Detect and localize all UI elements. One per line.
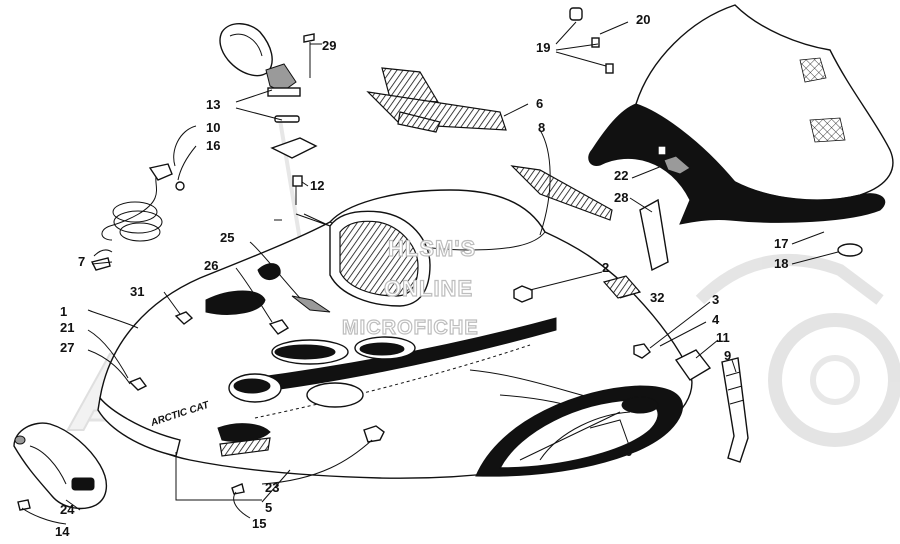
left-scoop-decal bbox=[205, 290, 266, 315]
hood-rivet-27[interactable] bbox=[128, 377, 148, 391]
callout-31[interactable]: 31 bbox=[130, 284, 144, 299]
mirror-head[interactable] bbox=[219, 23, 273, 77]
callout-28[interactable]: 28 bbox=[614, 190, 628, 205]
side-panel-decal bbox=[475, 385, 683, 477]
callout-numbers: 1 2 3 4 5 6 7 8 9 10 11 12 13 14 15 16 1… bbox=[55, 12, 788, 539]
side-strap[interactable] bbox=[721, 357, 749, 463]
hood-rivet-26[interactable] bbox=[268, 319, 290, 335]
callout-21[interactable]: 21 bbox=[60, 320, 74, 335]
tether-cord bbox=[90, 163, 185, 271]
lower-checker-decal bbox=[219, 437, 271, 457]
hood-fasteners bbox=[128, 285, 651, 495]
tether-clip[interactable] bbox=[148, 163, 173, 181]
windshield-vent-lower bbox=[809, 117, 846, 143]
windshield-vent-upper bbox=[799, 57, 827, 83]
mirror-stem bbox=[265, 63, 297, 93]
callout-1[interactable]: 1 bbox=[60, 304, 67, 319]
callout-25[interactable]: 25 bbox=[220, 230, 234, 245]
hood-oval-3-inner bbox=[233, 378, 271, 394]
callout-23[interactable]: 23 bbox=[265, 480, 279, 495]
bumper-screw[interactable] bbox=[17, 499, 31, 511]
watermark-line-2: ONLINE bbox=[384, 276, 473, 301]
side-reflector-small[interactable] bbox=[674, 349, 712, 381]
windshield-washer[interactable] bbox=[837, 243, 863, 257]
callout-16[interactable]: 16 bbox=[206, 138, 220, 153]
callout-8[interactable]: 8 bbox=[538, 120, 545, 135]
bumper-handle-slot bbox=[71, 477, 95, 491]
tether-key[interactable] bbox=[90, 257, 111, 271]
callout-12[interactable]: 12 bbox=[310, 178, 324, 193]
hood-assembly: ARCTIC CAT bbox=[97, 189, 693, 479]
mirror-mount-bracket[interactable] bbox=[270, 137, 318, 159]
callout-9[interactable]: 9 bbox=[724, 348, 731, 363]
callout-22[interactable]: 22 bbox=[614, 168, 628, 183]
watermark-line-1: HLSM'S bbox=[388, 236, 476, 261]
mirror-nut[interactable] bbox=[292, 175, 303, 187]
hood-screw-25[interactable] bbox=[291, 295, 331, 313]
callout-5[interactable]: 5 bbox=[265, 500, 272, 515]
windshield-screw[interactable] bbox=[591, 37, 600, 48]
callout-3[interactable]: 3 bbox=[712, 292, 719, 307]
hood-rivet-3[interactable] bbox=[633, 343, 651, 359]
side-reflector-decal[interactable] bbox=[639, 198, 669, 272]
callout-13[interactable]: 13 bbox=[206, 97, 220, 112]
mirror-assembly bbox=[219, 23, 318, 205]
callout-29[interactable]: 29 bbox=[322, 38, 336, 53]
windshield-tint bbox=[588, 103, 886, 225]
hood-screw-15[interactable] bbox=[231, 483, 245, 495]
mirror-base-plate bbox=[267, 87, 301, 97]
callout-14[interactable]: 14 bbox=[55, 524, 70, 539]
callout-30[interactable]: 30 bbox=[618, 444, 632, 459]
watermark-line-3: MICROFICHE bbox=[342, 317, 479, 339]
bumper-rivet bbox=[14, 435, 26, 445]
mirror-screw[interactable] bbox=[303, 33, 315, 43]
tether-ring[interactable] bbox=[175, 181, 185, 191]
leader-lines bbox=[21, 21, 839, 525]
callout-24[interactable]: 24 bbox=[60, 502, 75, 517]
front-bumper-handle bbox=[13, 422, 107, 511]
callout-15[interactable]: 15 bbox=[252, 516, 266, 531]
callout-18[interactable]: 18 bbox=[774, 256, 788, 271]
hood-decal-lower[interactable] bbox=[397, 111, 441, 133]
hood-oval-4 bbox=[306, 382, 364, 408]
mirror-spacer[interactable] bbox=[274, 115, 300, 123]
callout-10[interactable]: 10 bbox=[206, 120, 220, 135]
hood-oval-2-inner bbox=[359, 342, 405, 356]
callout-4[interactable]: 4 bbox=[712, 312, 720, 327]
hood-rivet-2[interactable] bbox=[513, 285, 533, 303]
hood-oval-1-inner bbox=[274, 344, 336, 360]
windshield bbox=[569, 4, 894, 257]
decal-group bbox=[366, 67, 749, 463]
callout-2[interactable]: 2 bbox=[602, 260, 609, 275]
hood-rivet-31[interactable] bbox=[174, 311, 194, 325]
callout-26[interactable]: 26 bbox=[204, 258, 218, 273]
left-upper-scoop bbox=[257, 263, 281, 280]
callout-6[interactable]: 6 bbox=[536, 96, 543, 111]
windshield-nut[interactable] bbox=[605, 63, 614, 74]
windshield-trim-decal[interactable] bbox=[510, 165, 613, 221]
callout-20[interactable]: 20 bbox=[636, 12, 650, 27]
callout-11[interactable]: 11 bbox=[716, 330, 730, 345]
callout-19[interactable]: 19 bbox=[536, 40, 550, 55]
windshield-clip[interactable] bbox=[663, 155, 691, 175]
hood-panel[interactable] bbox=[99, 189, 693, 479]
hood-rivet-23[interactable] bbox=[363, 425, 385, 443]
windshield-clip-nut[interactable] bbox=[657, 145, 667, 156]
lower-left-decal bbox=[217, 423, 271, 443]
callout-17[interactable]: 17 bbox=[774, 236, 788, 251]
callout-27[interactable]: 27 bbox=[60, 340, 74, 355]
hood-vent-screen bbox=[339, 220, 419, 297]
watermark-text: HLSM'S ONLINE MICROFICHE bbox=[341, 235, 479, 339]
windshield-screw-cap[interactable] bbox=[569, 7, 583, 21]
callout-32[interactable]: 32 bbox=[650, 290, 664, 305]
callout-7[interactable]: 7 bbox=[78, 254, 85, 269]
